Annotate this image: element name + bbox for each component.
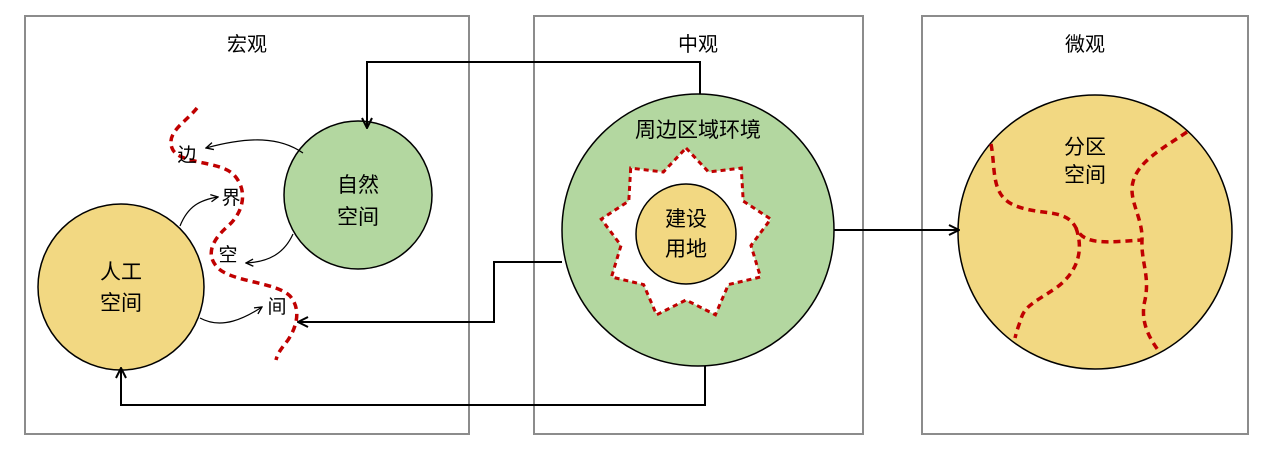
arrow-artificial-to-space [199, 307, 262, 324]
construction-land-label-line2: 用地 [665, 237, 707, 261]
arrow-natural-to-empty [246, 233, 294, 263]
meso-panel-title: 中观 [678, 32, 718, 56]
natural-space-label-line2: 空间 [337, 205, 379, 229]
micro-panel-title: 微观 [1065, 32, 1105, 56]
macro-panel-title: 宏观 [227, 32, 267, 56]
construction-land-label-line1: 建设 [665, 207, 707, 231]
zone-divider-right [1130, 130, 1188, 352]
zone-divider-bottom [1013, 227, 1082, 339]
zoned-space-label-line2: 空间 [1064, 163, 1106, 187]
arrow-artificial-to-boundary [179, 197, 218, 227]
arrow-natural-to-edge [206, 139, 304, 154]
boundary-char-3: 空 [218, 244, 237, 266]
boundary-char-2: 界 [221, 187, 240, 209]
arrow-meso-to-natural-space [367, 61, 701, 128]
natural-space-circle [283, 120, 433, 270]
natural-space-label-line1: 自然 [337, 173, 379, 197]
artificial-space-label-line1: 人工 [100, 260, 142, 284]
artificial-space-circle [37, 203, 205, 371]
zoned-space-label-line1: 分区 [1064, 135, 1106, 159]
surrounding-area-label: 周边区域环境 [635, 118, 761, 142]
boundary-char-4: 间 [267, 296, 286, 318]
construction-land-circle [635, 183, 737, 285]
arrow-meso-to-boundary-space [298, 261, 562, 322]
boundary-char-1: 边 [177, 144, 196, 166]
artificial-space-label-line2: 空间 [100, 291, 142, 315]
arrow-meso-to-artificial-space [121, 366, 706, 406]
